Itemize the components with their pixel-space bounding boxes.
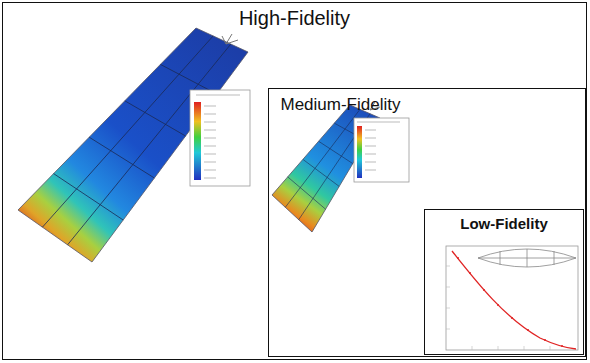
panel-title: Medium-Fidelity <box>281 95 585 115</box>
stress-legend <box>190 90 250 186</box>
fidelity-panel: Low-Fidelity <box>424 209 584 355</box>
panel-title: Low-Fidelity <box>425 215 583 232</box>
axis-triad <box>222 34 238 44</box>
deflection-chart <box>446 246 578 350</box>
panel-title: High-Fidelity <box>3 7 586 30</box>
fidelity-panel: Medium-FidelityLow-Fidelity <box>268 88 586 357</box>
stress-legend <box>354 118 409 182</box>
fidelity-panel: High-FidelityMedium-FidelityLow-Fidelity <box>2 2 587 360</box>
